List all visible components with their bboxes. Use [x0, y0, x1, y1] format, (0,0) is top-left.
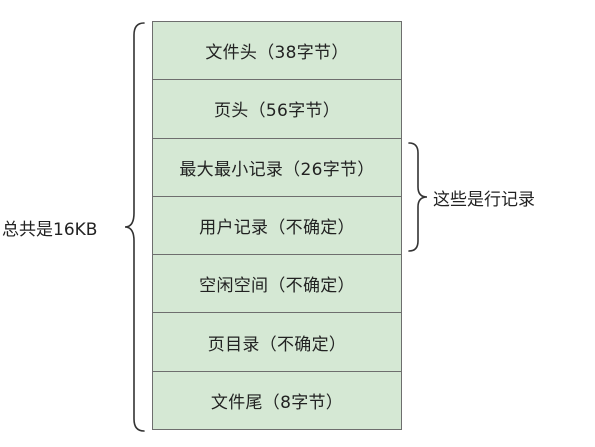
row-records-label: 这些是行记录: [433, 190, 535, 210]
page-structure-stack: 文件头（38字节） 页头（56字节） 最大最小记录（26字节） 用户记录（不确定…: [152, 21, 402, 430]
section-user-records: 用户记录（不确定）: [153, 196, 401, 256]
section-infimum-supremum: 最大最小记录（26字节）: [153, 138, 401, 197]
right-curly-brace: [408, 142, 428, 252]
section-page-directory: 页目录（不确定）: [153, 313, 401, 372]
section-page-header: 页头（56字节）: [153, 80, 401, 139]
total-size-label: 总共是16KB: [2, 220, 98, 240]
section-file-trailer: 文件尾（8字节）: [153, 371, 401, 429]
left-curly-brace: [124, 22, 145, 432]
section-file-header: 文件头（38字节）: [153, 22, 401, 81]
section-free-space: 空闲空间（不确定）: [153, 255, 401, 314]
